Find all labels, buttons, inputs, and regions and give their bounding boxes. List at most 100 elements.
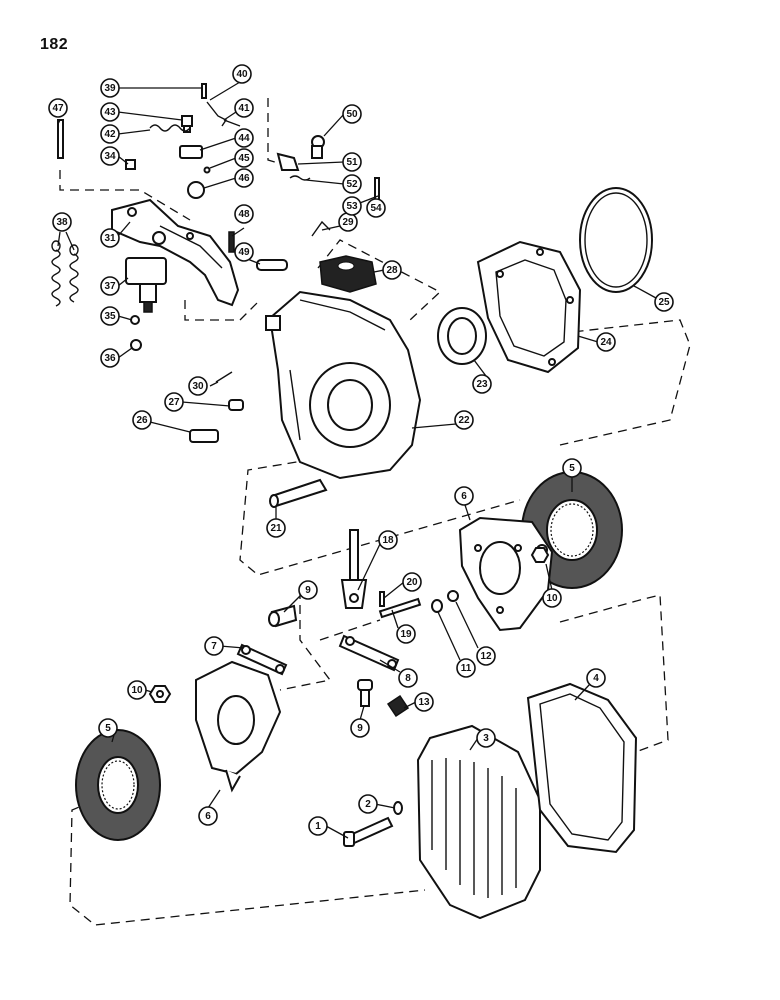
callout-41: 41 xyxy=(234,98,254,118)
callout-5: 5 xyxy=(98,718,118,738)
nut-right xyxy=(530,547,550,563)
callout-18: 18 xyxy=(378,530,398,550)
callout-48: 48 xyxy=(234,204,254,224)
link-7 xyxy=(236,643,288,676)
callout-label: 7 xyxy=(211,641,217,652)
nut-left xyxy=(148,685,172,703)
callout-10: 10 xyxy=(542,588,562,608)
callout-47: 47 xyxy=(48,98,68,118)
brake-lever-assembly xyxy=(111,198,240,307)
callout-label: 5 xyxy=(569,463,575,474)
callout-label: 45 xyxy=(238,153,250,164)
callout-44: 44 xyxy=(234,128,254,148)
callout-label: 5 xyxy=(105,723,111,734)
callout-27: 27 xyxy=(164,392,184,412)
callout-5: 5 xyxy=(562,458,582,478)
callout-label: 36 xyxy=(104,353,116,364)
callout-52: 52 xyxy=(342,174,362,194)
callout-11: 11 xyxy=(456,658,476,678)
actuating-plate-right xyxy=(458,516,554,632)
callout-30: 30 xyxy=(188,376,208,396)
callout-label: 52 xyxy=(346,179,358,190)
callout-label: 10 xyxy=(546,593,558,604)
shoulder-bolt-upper xyxy=(268,604,298,628)
callout-label: 8 xyxy=(405,673,411,684)
callout-49: 49 xyxy=(234,242,254,262)
callout-label: 1 xyxy=(315,821,321,832)
clevis-pin-and-cotter xyxy=(378,591,422,619)
callout-36: 36 xyxy=(100,348,120,368)
small-hardware-top xyxy=(57,83,380,443)
rubber-cover xyxy=(319,255,377,293)
callout-label: 6 xyxy=(205,811,211,822)
callout-2: 2 xyxy=(358,794,378,814)
callout-46: 46 xyxy=(234,168,254,188)
callout-label: 18 xyxy=(382,535,394,546)
callout-label: 47 xyxy=(52,103,64,114)
brake-housing xyxy=(265,290,422,480)
callout-label: 39 xyxy=(104,83,116,94)
callout-label: 9 xyxy=(305,585,311,596)
callout-label: 21 xyxy=(270,523,282,534)
switch-assembly xyxy=(125,257,167,313)
callout-4: 4 xyxy=(586,668,606,688)
callout-35: 35 xyxy=(100,306,120,326)
callout-label: 40 xyxy=(236,69,248,80)
oil-seal xyxy=(437,307,487,365)
callout-12: 12 xyxy=(476,646,496,666)
callout-40: 40 xyxy=(232,64,252,84)
callout-28: 28 xyxy=(382,260,402,280)
callout-label: 2 xyxy=(365,799,371,810)
callout-label: 54 xyxy=(370,203,382,214)
callout-25: 25 xyxy=(654,292,674,312)
callout-label: 50 xyxy=(346,109,358,120)
actuating-plate-left xyxy=(195,660,282,793)
callout-label: 27 xyxy=(168,397,180,408)
callout-label: 24 xyxy=(600,337,612,348)
callout-53: 53 xyxy=(342,196,362,216)
callout-label: 35 xyxy=(104,311,116,322)
callout-29: 29 xyxy=(338,212,358,232)
clevis-rod xyxy=(340,529,368,609)
callout-8: 8 xyxy=(398,668,418,688)
callout-7: 7 xyxy=(204,636,224,656)
cover-gasket xyxy=(526,682,638,854)
callout-label: 25 xyxy=(658,297,670,308)
washers xyxy=(431,590,459,613)
lock-washer xyxy=(393,801,403,815)
callout-label: 44 xyxy=(238,133,250,144)
callout-label: 9 xyxy=(357,723,363,734)
callout-label: 10 xyxy=(131,685,143,696)
callout-39: 39 xyxy=(100,78,120,98)
o-ring xyxy=(579,187,653,293)
callout-26: 26 xyxy=(132,410,152,430)
callout-45: 45 xyxy=(234,148,254,168)
callout-label: 41 xyxy=(238,103,250,114)
callout-50: 50 xyxy=(342,104,362,124)
callout-label: 4 xyxy=(593,673,599,684)
callout-31: 31 xyxy=(100,228,120,248)
callout-23: 23 xyxy=(472,374,492,394)
callout-20: 20 xyxy=(402,572,422,592)
callout-label: 43 xyxy=(104,107,116,118)
callout-label: 3 xyxy=(483,733,489,744)
callout-13: 13 xyxy=(414,692,434,712)
callout-label: 12 xyxy=(480,651,492,662)
callout-label: 29 xyxy=(342,217,354,228)
callout-label: 26 xyxy=(136,415,148,426)
pivot-pin xyxy=(269,478,328,508)
callout-label: 49 xyxy=(238,247,250,258)
housing-gasket xyxy=(476,240,582,374)
callout-label: 37 xyxy=(104,281,116,292)
callout-label: 38 xyxy=(56,217,68,228)
callout-42: 42 xyxy=(100,124,120,144)
callout-9: 9 xyxy=(298,580,318,600)
part-callouts: 1234556678991010111213181920212223242526… xyxy=(48,64,674,836)
callout-label: 42 xyxy=(104,129,116,140)
callout-label: 30 xyxy=(192,381,204,392)
callout-37: 37 xyxy=(100,276,120,296)
ribbed-cover xyxy=(416,724,541,920)
callout-21: 21 xyxy=(266,518,286,538)
callout-54: 54 xyxy=(366,198,386,218)
